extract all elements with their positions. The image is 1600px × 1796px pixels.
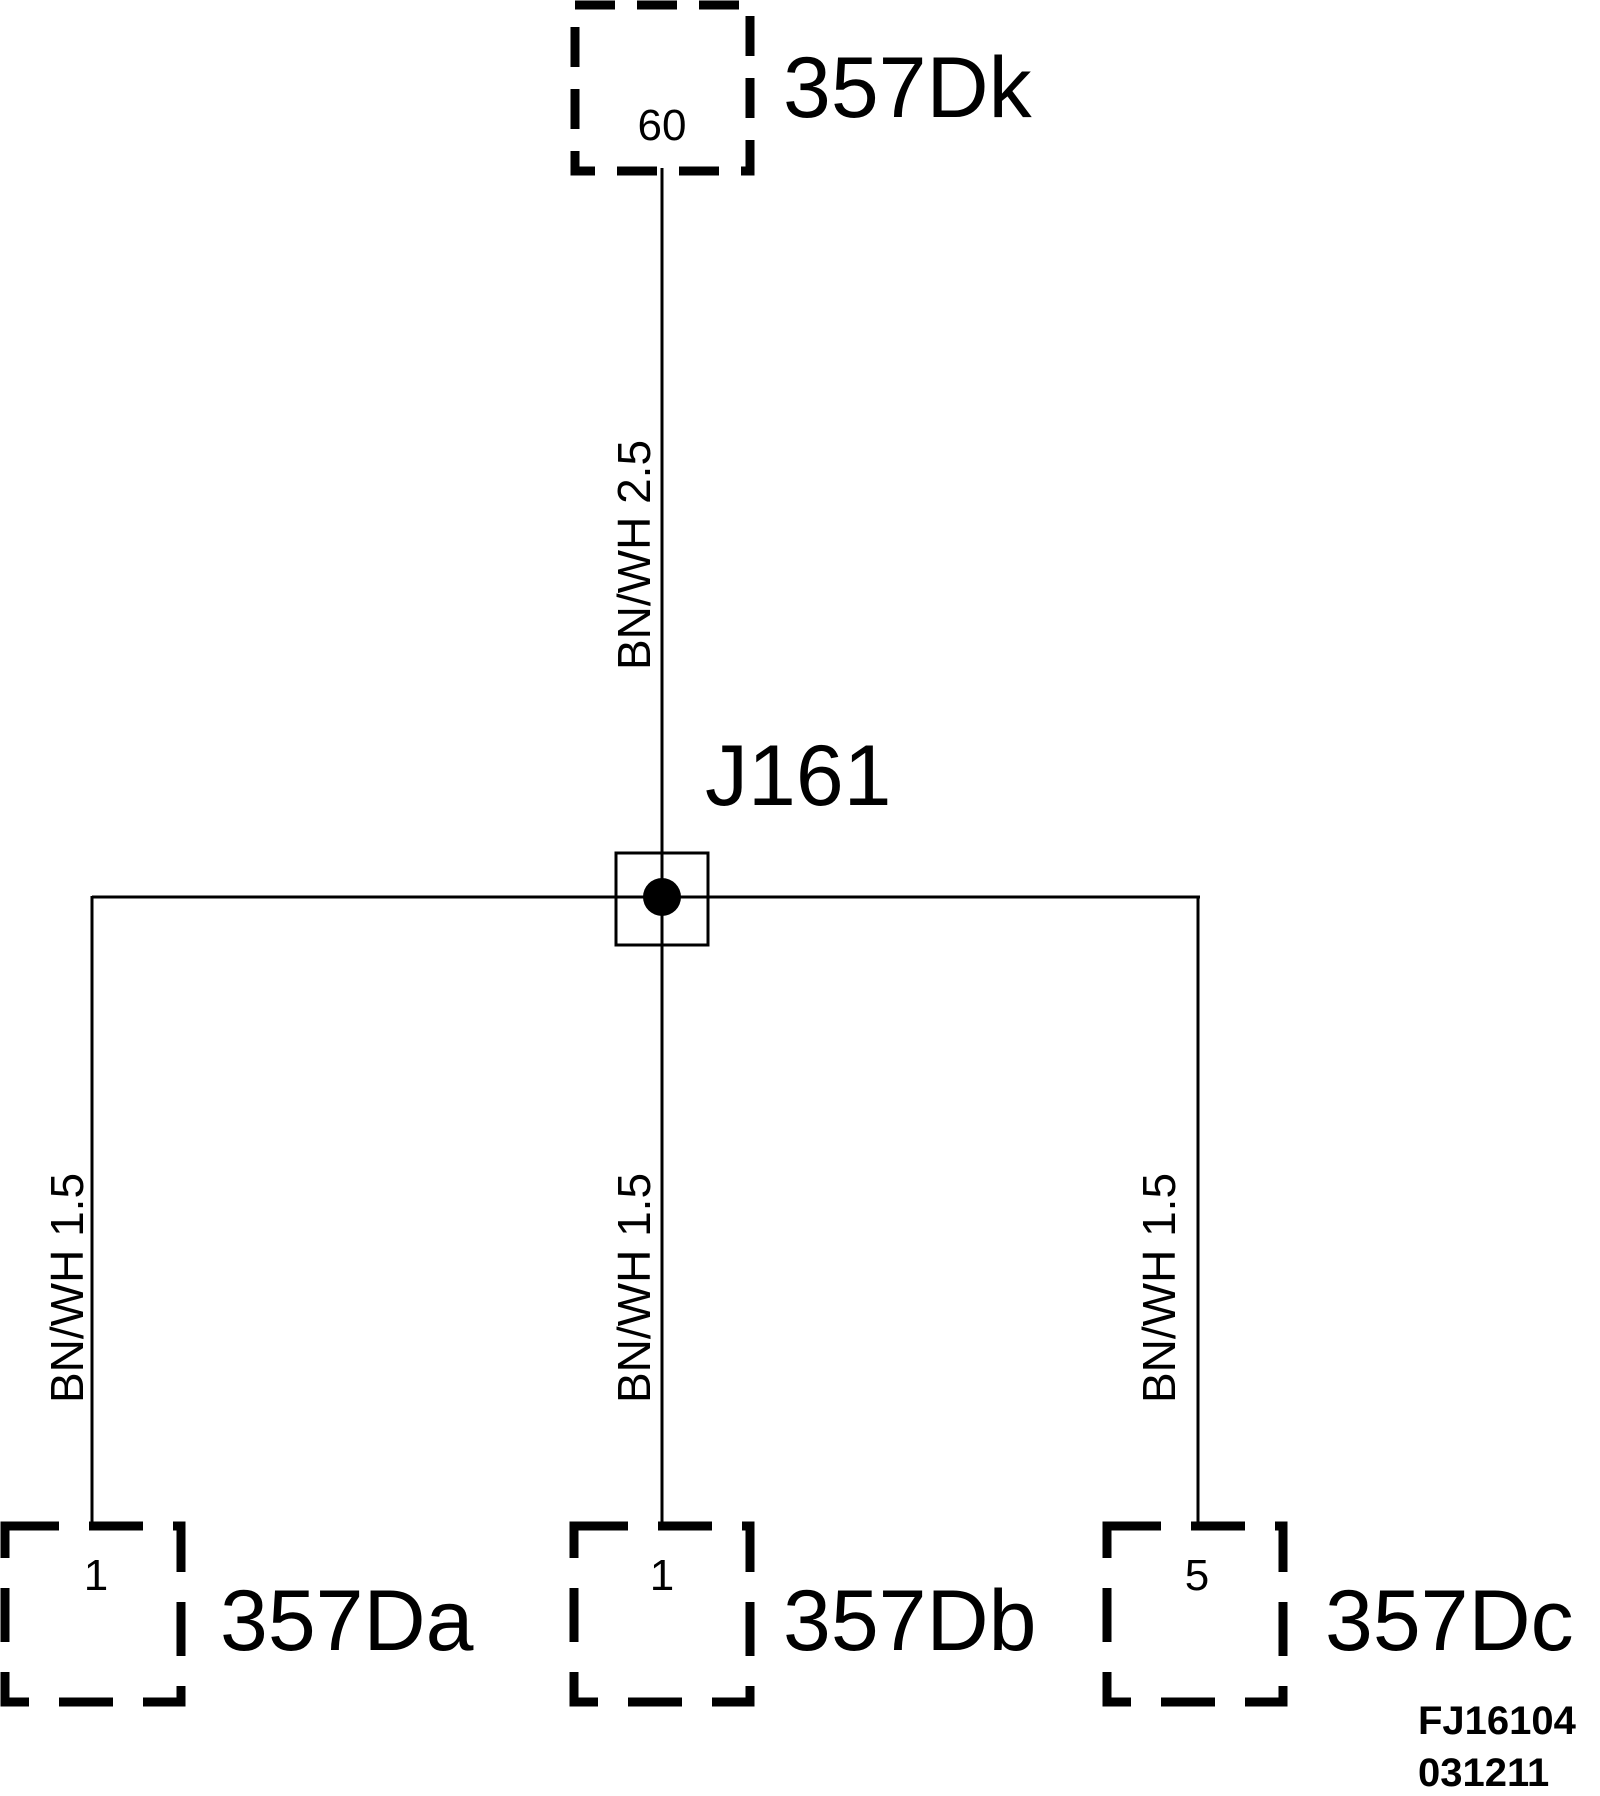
wire-top-label: BN/WH 2.5 bbox=[608, 440, 660, 670]
connector-357da-label: 357Da bbox=[220, 1573, 474, 1669]
reference-date: 031211 bbox=[1418, 1751, 1549, 1795]
connector-357dc-outline bbox=[1102, 1521, 1288, 1707]
connector-357db[interactable]: 1 357Db bbox=[569, 1521, 1036, 1707]
connector-357dc[interactable]: 5 357Dc bbox=[1102, 1521, 1574, 1707]
connector-357dc-label: 357Dc bbox=[1325, 1573, 1574, 1669]
splice-j161[interactable]: J161 bbox=[614, 728, 892, 947]
splice-j161-label: J161 bbox=[705, 728, 892, 824]
connector-357dk-label: 357Dk bbox=[783, 40, 1033, 136]
connector-357dc-pin: 5 bbox=[1185, 1551, 1209, 1600]
connector-357db-outline bbox=[569, 1521, 755, 1707]
connector-357da-pin: 1 bbox=[84, 1551, 108, 1600]
wire-left-label: BN/WH 1.5 bbox=[41, 1173, 93, 1403]
connector-357da-outline bbox=[0, 1521, 186, 1707]
connector-357dk[interactable]: 60 357Dk bbox=[570, 0, 1033, 176]
connector-357dk-pin: 60 bbox=[638, 101, 687, 150]
wire-middle-label: BN/WH 1.5 bbox=[608, 1173, 660, 1403]
wire-right-label: BN/WH 1.5 bbox=[1133, 1173, 1185, 1403]
connector-357db-pin: 1 bbox=[650, 1551, 674, 1600]
connector-357da[interactable]: 1 357Da bbox=[0, 1521, 474, 1707]
reference-code: FJ16104 bbox=[1418, 1699, 1577, 1743]
connector-357db-label: 357Db bbox=[783, 1573, 1036, 1669]
connector-357dk-outline bbox=[570, 0, 755, 176]
